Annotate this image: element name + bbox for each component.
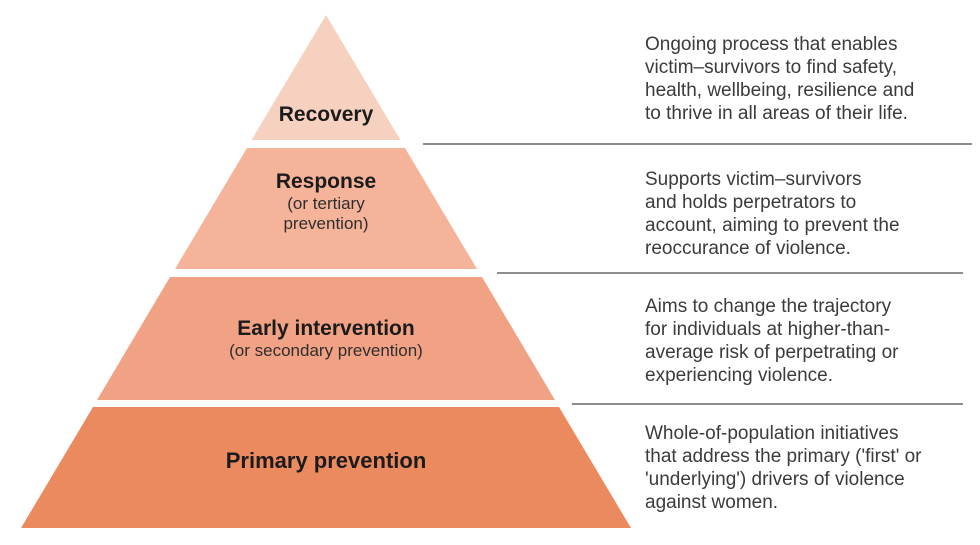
separator-line-1: [423, 143, 972, 145]
tier-shape-early-intervention: [97, 277, 555, 400]
tier-shape-primary-prevention: [21, 407, 631, 528]
tier-sublabel-response-text: (or tertiary prevention): [283, 194, 369, 233]
tier-label-response: Response (or tertiary prevention): [276, 170, 376, 234]
separator-line-2: [497, 272, 963, 274]
tier-label-recovery: Recovery: [279, 103, 374, 127]
description-primary-prevention: Whole-of-population initiatives that add…: [645, 423, 922, 513]
tier-label-early-intervention: Early intervention (or secondary prevent…: [229, 317, 423, 361]
description-early-intervention: Aims to change the trajectory for indivi…: [645, 296, 899, 386]
description-recovery: Ongoing process that enables victim–surv…: [645, 34, 915, 124]
tier-label-recovery-text: Recovery: [278, 103, 374, 126]
tier-label-early-intervention-text: Early intervention: [237, 317, 415, 340]
tier-shape-response: [175, 148, 477, 269]
tier-label-response-text: Response: [275, 170, 377, 193]
tier-label-primary-prevention-text: Primary prevention: [225, 448, 427, 473]
tier-sublabel-early-intervention-text: (or secondary prevention): [229, 341, 423, 360]
tier-shape-recovery: [251, 15, 401, 140]
separator-line-3: [572, 403, 963, 405]
description-response: Supports victim–survivors and holds perp…: [645, 169, 900, 259]
tier-label-primary-prevention: Primary prevention: [226, 449, 427, 473]
